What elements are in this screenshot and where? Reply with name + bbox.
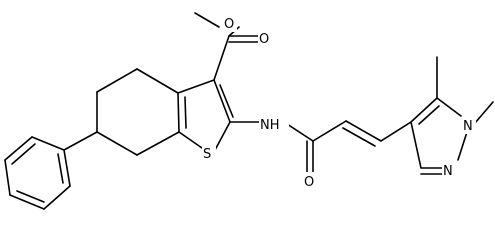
- ester-single-oxygen-background: [223, 14, 237, 32]
- ester-carbonyl-oxygen-label: O: [259, 32, 269, 47]
- pyrazole-n1-background: [462, 116, 476, 134]
- pyrazole-n1-label: N: [463, 119, 473, 134]
- molecule-structure: O O NH S O N N: [4, 12, 494, 210]
- bond-thiophene-c3-c2: [213, 79, 231, 123]
- bond-cyclohexene-c6-c7: [96, 131, 138, 156]
- thiophene-sulfur-label: S: [203, 147, 211, 162]
- bond-alkene-trans-double: [342, 127, 376, 147]
- amide-oxygen-label: O: [304, 175, 314, 190]
- bond-thiophene-c3-c3a: [177, 79, 215, 94]
- bond-thiophene-c2-c3-double: [219, 84, 234, 118]
- bond-cyclohexene-c3a-c4: [136, 68, 179, 94]
- bond-phenyl-6: [63, 149, 71, 187]
- bond-pyrazole-c3-c4: [410, 121, 422, 169]
- bond-carbonyl-alkene: [312, 120, 347, 142]
- amide-nitrogen-label: NH: [260, 118, 280, 133]
- bond-nh-carbonyl: [286, 123, 314, 142]
- bond-alkene-pyrazole: [380, 121, 412, 142]
- bond-pyrazole-n1-n2: [457, 131, 468, 161]
- bond-phenyl-inner-3: [57, 153, 64, 184]
- bond-methyl-ester-o: [194, 12, 220, 28]
- amide-oxygen-background: [303, 172, 317, 190]
- amide-nitrogen-background: [259, 115, 289, 133]
- bond-thiophene-c2-s: [214, 121, 231, 151]
- bond-alkene-trans: [345, 120, 382, 142]
- bond-thiophene-c7a-c3a-double: [184, 96, 187, 129]
- bond-ester-carbon-ring: [213, 35, 230, 81]
- bond-cyclohexene-c7-c7a: [136, 131, 180, 156]
- bond-pyrazole-c4-c5: [410, 97, 438, 123]
- pyrazole-n2-label: N: [443, 164, 453, 179]
- ester-single-oxygen-label: O: [224, 17, 234, 32]
- bond-pyrazole-n1-methyl: [474, 101, 494, 124]
- bond-cyclohexene-c4-c5: [96, 68, 138, 93]
- ester-carbonyl-oxygen-background: [258, 29, 272, 47]
- bond-thiophene-s-c7a: [178, 131, 203, 149]
- bond-phenyl-3: [4, 159, 11, 196]
- bond-phenyl-1: [31, 136, 65, 151]
- thiophene-sulfur-background: [202, 144, 216, 162]
- bond-phenyl-inner-2: [16, 190, 45, 203]
- bond-thiophene-c7a-c3a: [177, 92, 180, 133]
- bond-phenyl-5: [43, 185, 71, 210]
- bond-pyrazole-c5-n1: [436, 97, 462, 117]
- bond-c6-phenyl: [63, 131, 98, 151]
- bond-phenyl-2: [4, 136, 33, 161]
- bond-pyrazole-c4-c5-double: [418, 105, 440, 125]
- bond-phenyl-4: [9, 194, 45, 210]
- pyrazole-n2-background: [442, 161, 456, 179]
- bond-phenyl-inner-1: [11, 143, 36, 165]
